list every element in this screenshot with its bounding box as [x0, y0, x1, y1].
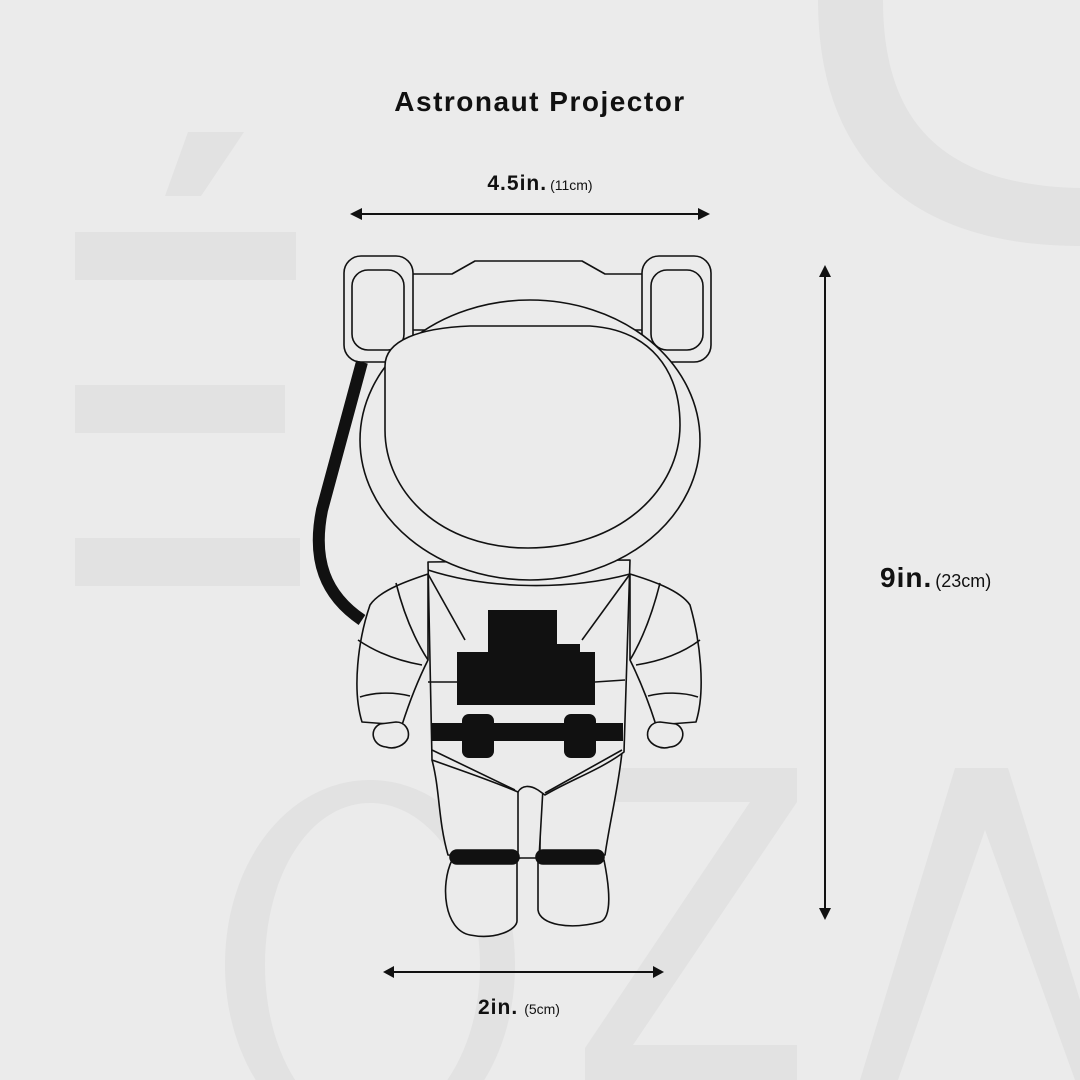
width-arrow: [350, 208, 710, 220]
air-hose: [312, 360, 368, 625]
width-metric: (11cm): [550, 177, 593, 193]
height-imperial: 9in.: [880, 562, 933, 593]
height-arrow: [819, 265, 831, 920]
height-metric: (23cm): [935, 571, 992, 591]
page-title: Astronaut Projector: [394, 86, 686, 117]
width-dimension-label: 4.5in.(11cm): [0, 172, 1080, 196]
left-ear-inner: [351, 269, 405, 351]
right-hand: [646, 721, 684, 749]
right-arm: [629, 573, 702, 726]
visor: [384, 325, 681, 549]
foot-width-metric: (5cm): [524, 1001, 560, 1017]
right-ear-inner: [650, 269, 704, 351]
foot-width-arrow: [383, 966, 664, 978]
right-boot: [537, 859, 610, 927]
background-watermark: [75, 0, 1080, 1080]
right-leg: [539, 751, 623, 859]
left-hand: [372, 721, 410, 749]
foot-width-imperial: 2in.: [478, 996, 519, 1019]
height-dimension-label: 9in.(23cm): [880, 562, 991, 594]
astronaut-illustration: [312, 255, 712, 938]
chest-control-box: [457, 610, 595, 705]
left-boot: [444, 859, 518, 938]
belt-buckle-right: [564, 714, 596, 758]
belt-buckle-left: [462, 714, 494, 758]
width-imperial: 4.5in.: [487, 172, 548, 195]
right-knee-band: [535, 849, 605, 865]
left-arm: [356, 573, 429, 726]
foot-width-dimension-label: 2in. (5cm): [478, 996, 560, 1020]
left-knee-band: [449, 849, 520, 865]
